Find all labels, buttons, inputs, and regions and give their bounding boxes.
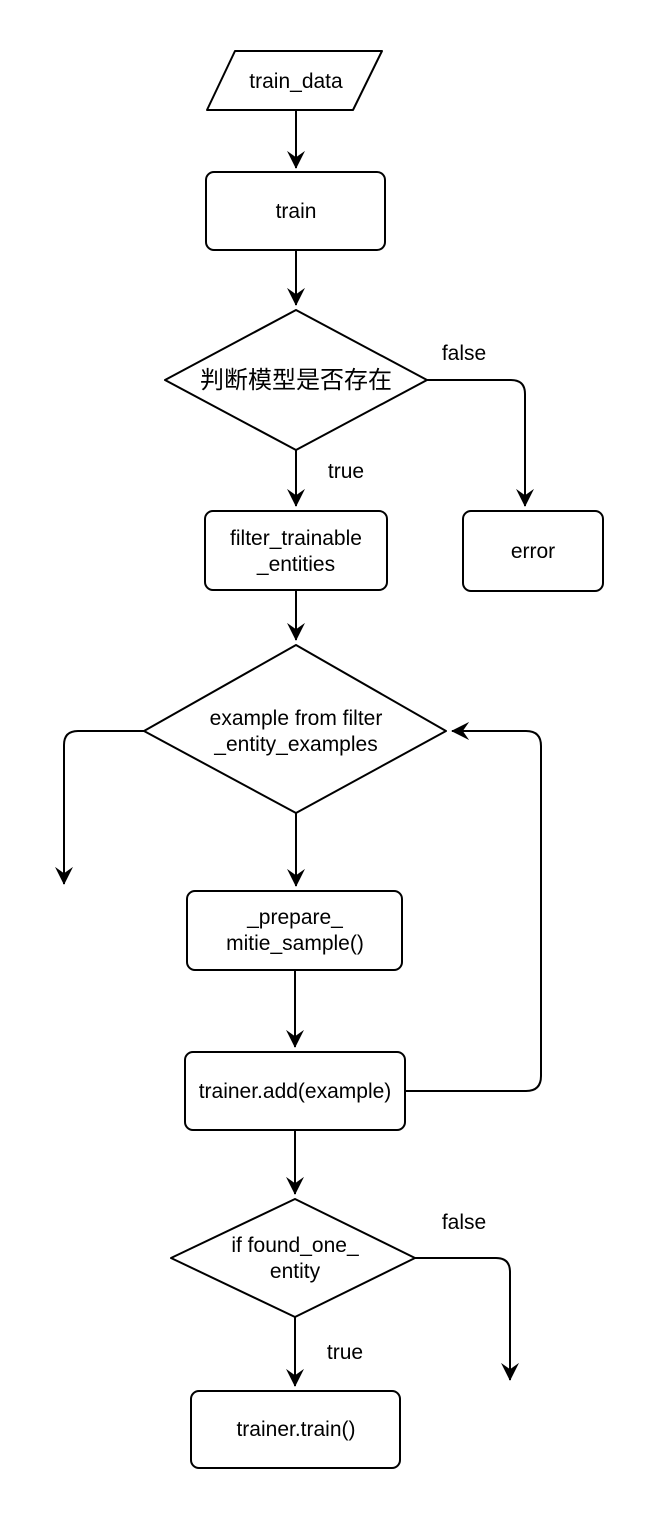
node-model-check-label: 判断模型是否存在 bbox=[200, 367, 392, 394]
edge-example-loop-exit bbox=[55, 730, 144, 885]
node-prepare-sample-label-line1: _prepare_ bbox=[246, 906, 343, 929]
node-train-data-shape bbox=[206, 50, 383, 111]
node-found-one-shape bbox=[170, 1198, 416, 1318]
node-train-shape bbox=[205, 171, 386, 251]
node-prepare-sample-shape bbox=[186, 890, 403, 971]
edge-model-check-false-to-error bbox=[427, 379, 534, 507]
edge-label-model-check-false: false bbox=[442, 342, 486, 365]
edge-found-one-false bbox=[415, 1257, 519, 1381]
edge-label-found-one-false: false bbox=[442, 1211, 486, 1234]
node-trainer-add-label: trainer.add(example) bbox=[199, 1080, 392, 1103]
node-filter-trainable-label-line1: filter_trainable bbox=[230, 527, 362, 550]
node-error-label: error bbox=[511, 540, 555, 563]
node-trainer-train-label: trainer.train() bbox=[236, 1418, 355, 1441]
node-prepare-sample-label-line2: mitie_sample() bbox=[226, 932, 364, 955]
node-train-label: train bbox=[276, 200, 317, 223]
node-model-check-shape bbox=[164, 309, 428, 451]
edge-label-found-one-true: true bbox=[327, 1341, 363, 1364]
node-error-shape bbox=[462, 510, 604, 592]
edge-label-model-check-true: true bbox=[328, 460, 364, 483]
node-filter-trainable-shape bbox=[204, 510, 388, 591]
edge-trainer-add-loopback bbox=[405, 722, 542, 1092]
node-trainer-train-shape bbox=[190, 1390, 401, 1469]
node-filter-trainable-label-line2: _entities bbox=[256, 553, 335, 576]
node-train-data-label: train_data bbox=[249, 70, 343, 93]
node-trainer-add-shape bbox=[184, 1051, 406, 1131]
node-found-one-label-line1: if found_one_ bbox=[231, 1234, 359, 1257]
node-example-loop-shape bbox=[143, 644, 447, 814]
node-example-loop-label-line2: _entity_examples bbox=[213, 733, 377, 756]
node-example-loop-label-line1: example from filter bbox=[210, 707, 383, 730]
node-found-one-label-line2: entity bbox=[270, 1260, 321, 1283]
